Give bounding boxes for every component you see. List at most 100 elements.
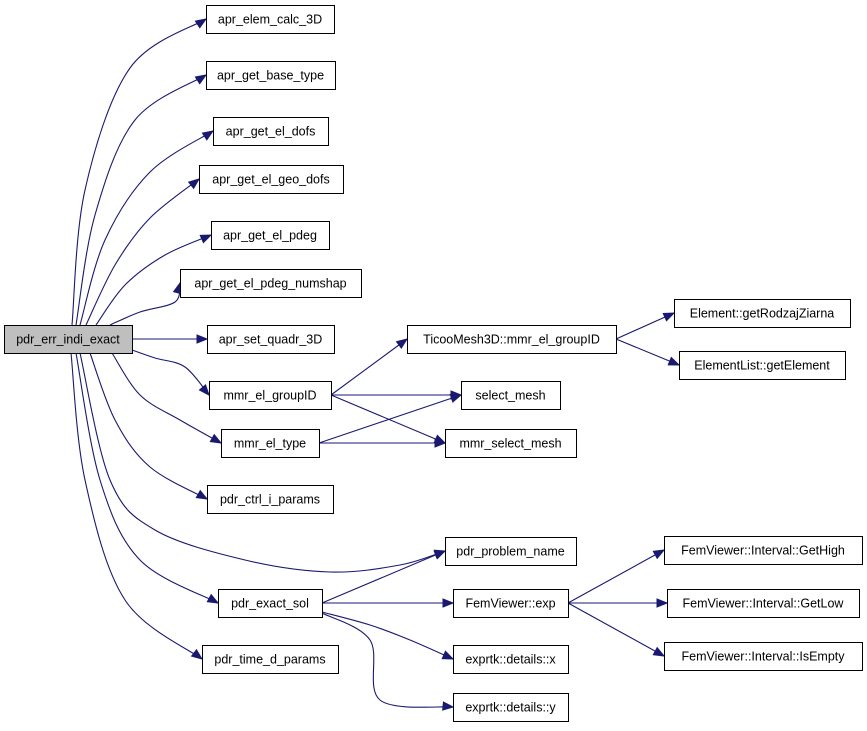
node-pdr-problem-name-box[interactable] [445, 537, 577, 566]
node-root-box[interactable] [4, 325, 133, 354]
node-femviewer-exp-box[interactable] [453, 589, 569, 618]
node-apr-get-el-dofs-box[interactable] [213, 117, 329, 146]
edge-root-to-mmr-el-type [111, 352, 223, 444]
node-mmr-el-groupID[interactable]: mmr_el_groupID [209, 381, 332, 410]
node-femviewer-exp[interactable]: FemViewer::exp [453, 589, 569, 618]
node-pdr-time-d-params[interactable]: pdr_time_d_params [202, 645, 339, 674]
edges-layer [70, 18, 681, 711]
edge-root-to-mmr-el-type-line [111, 352, 222, 444]
node-select-mesh[interactable]: select_mesh [461, 381, 561, 410]
edge-root-to-pdr-ctrl-i-params-arrowhead [195, 489, 209, 500]
node-pdr-ctrl-i-params[interactable]: pdr_ctrl_i_params [207, 485, 334, 514]
node-element-getRodzajZiarna[interactable]: Element::getRodzajZiarna [674, 299, 851, 328]
edge-pdr-exact-sol-to-femviewer-exp-arrowhead [442, 598, 455, 608]
edge-root-to-pdr-problem-name-line [79, 352, 446, 573]
node-apr-get-el-pdeg-numshap[interactable]: apr_get_el_pdeg_numshap [180, 269, 362, 298]
node-apr-set-quadr-3D-box[interactable] [207, 325, 335, 354]
node-pdr-problem-name[interactable]: pdr_problem_name [445, 537, 577, 566]
node-ticoo-mmr-el-groupID[interactable]: TicooMesh3D::mmr_el_groupID [407, 325, 617, 354]
node-mmr-el-type-box[interactable] [221, 429, 320, 458]
node-interval-GetLow-box[interactable] [667, 589, 860, 618]
node-exprtk-x-label: exprtk::details::x [465, 653, 556, 667]
node-root[interactable]: pdr_err_indi_exact [4, 325, 133, 354]
node-apr-get-base-type-label: apr_get_base_type [217, 69, 324, 83]
node-interval-GetHigh-box[interactable] [664, 536, 863, 565]
node-elementlist-getElement-label: ElementList::getElement [694, 359, 830, 373]
edge-root-to-pdr-exact-sol [75, 352, 220, 604]
node-exprtk-y-box[interactable] [453, 693, 569, 722]
edge-pdr-exact-sol-to-exprtk-x [321, 611, 455, 660]
edge-root-to-mmr-el-groupID [131, 349, 210, 397]
edge-root-to-pdr-exact-sol-arrowhead [206, 593, 220, 604]
edge-femviewer-exp-to-interval-GetHigh-arrowhead [652, 549, 666, 560]
node-apr-get-el-pdeg-box[interactable] [211, 221, 330, 250]
node-element-getRodzajZiarna-box[interactable] [674, 299, 851, 328]
edge-pdr-exact-sol-to-pdr-problem-name-line [321, 550, 446, 604]
node-mmr-select-mesh[interactable]: mmr_select_mesh [445, 429, 577, 458]
node-apr-get-el-pdeg-label: apr_get_el_pdeg [223, 229, 317, 243]
node-apr-set-quadr-3D[interactable]: apr_set_quadr_3D [207, 325, 335, 354]
edge-pdr-exact-sol-to-exprtk-x-arrowhead [441, 650, 455, 660]
node-exprtk-y[interactable]: exprtk::details::y [453, 693, 569, 722]
node-interval-IsEmpty[interactable]: FemViewer::Interval::IsEmpty [664, 642, 863, 671]
edge-root-to-apr-get-el-geo-dofs-arrowhead [187, 178, 201, 190]
edge-root-to-pdr-time-d-params [70, 352, 204, 660]
edge-pdr-exact-sol-to-exprtk-y-arrowhead [442, 701, 455, 711]
edge-femviewer-exp-to-interval-IsEmpty [567, 602, 666, 657]
node-apr-get-el-pdeg[interactable]: apr_get_el_pdeg [211, 221, 330, 250]
node-pdr-problem-name-label: pdr_problem_name [456, 545, 564, 559]
node-apr-get-base-type-box[interactable] [206, 61, 336, 90]
node-interval-GetLow[interactable]: FemViewer::Interval::GetLow [667, 589, 860, 618]
edge-root-to-pdr-ctrl-i-params [89, 352, 209, 500]
node-apr-get-base-type[interactable]: apr_get_base_type [206, 61, 336, 90]
node-mmr-select-mesh-box[interactable] [445, 429, 577, 458]
node-apr-elem-calc-3D[interactable]: apr_elem_calc_3D [206, 5, 335, 34]
node-interval-IsEmpty-box[interactable] [664, 642, 863, 671]
edge-root-to-mmr-el-groupID-line [131, 349, 210, 396]
edge-femviewer-exp-to-interval-GetLow [568, 598, 669, 608]
edge-pdr-exact-sol-to-pdr-problem-name-arrowhead [433, 550, 447, 560]
node-apr-get-el-geo-dofs-box[interactable] [199, 165, 344, 194]
edge-root-to-pdr-exact-sol-line [75, 352, 219, 604]
node-exprtk-x[interactable]: exprtk::details::x [453, 645, 569, 674]
node-element-getRodzajZiarna-label: Element::getRodzajZiarna [690, 307, 835, 321]
node-mmr-el-type[interactable]: mmr_el_type [221, 429, 320, 458]
node-ticoo-mmr-el-groupID-box[interactable] [407, 325, 617, 354]
edge-root-to-apr-set-quadr-3D-arrowhead [196, 334, 209, 344]
edge-root-to-mmr-el-groupID-arrowhead [198, 383, 210, 397]
node-elementlist-getElement-box[interactable] [679, 351, 846, 380]
node-apr-get-el-geo-dofs[interactable]: apr_get_el_geo_dofs [199, 165, 344, 194]
node-pdr-exact-sol[interactable]: pdr_exact_sol [218, 589, 323, 618]
node-pdr-exact-sol-label: pdr_exact_sol [231, 597, 309, 611]
edge-mmr-el-type-to-mmr-select-mesh-arrowhead [434, 438, 447, 448]
node-interval-GetHigh-label: FemViewer::Interval::GetHigh [681, 544, 845, 558]
node-apr-get-el-dofs[interactable]: apr_get_el_dofs [213, 117, 329, 146]
node-elementlist-getElement[interactable]: ElementList::getElement [679, 351, 846, 380]
edge-mmr-el-groupID-to-mmr-select-mesh [330, 394, 447, 444]
node-apr-get-el-pdeg-numshap-box[interactable] [180, 269, 362, 298]
edge-femviewer-exp-to-interval-GetHigh [567, 549, 666, 604]
edge-ticoo-mmr-el-groupID-to-element-getRodzajZiarna-line [615, 312, 675, 340]
edge-root-to-pdr-time-d-params-arrowhead [190, 648, 204, 660]
node-ticoo-mmr-el-groupID-label: TicooMesh3D::mmr_el_groupID [423, 333, 600, 347]
edge-femviewer-exp-to-interval-IsEmpty-line [567, 602, 665, 657]
node-pdr-time-d-params-box[interactable] [202, 645, 339, 674]
node-interval-GetHigh[interactable]: FemViewer::Interval::GetHigh [664, 536, 863, 565]
node-mmr-el-groupID-label: mmr_el_groupID [223, 389, 316, 403]
edge-mmr-el-groupID-to-ticoo-mmr-el-groupID-arrowhead [395, 338, 409, 350]
node-interval-GetLow-label: FemViewer::Interval::GetLow [683, 597, 845, 611]
node-pdr-ctrl-i-params-box[interactable] [207, 485, 334, 514]
node-exprtk-x-box[interactable] [453, 645, 569, 674]
node-mmr-el-groupID-box[interactable] [209, 381, 332, 410]
node-pdr-exact-sol-box[interactable] [218, 589, 323, 618]
edge-pdr-exact-sol-to-femviewer-exp [322, 598, 455, 608]
node-select-mesh-box[interactable] [461, 381, 561, 410]
node-apr-elem-calc-3D-box[interactable] [206, 5, 335, 34]
node-mmr-select-mesh-label: mmr_select_mesh [459, 437, 561, 451]
edge-mmr-el-groupID-to-mmr-select-mesh-line [330, 394, 446, 444]
node-apr-get-el-pdeg-numshap-label: apr_get_el_pdeg_numshap [194, 277, 346, 291]
node-apr-elem-calc-3D-label: apr_elem_calc_3D [218, 13, 322, 27]
edge-mmr-el-groupID-to-select-mesh [331, 390, 463, 400]
edge-ticoo-mmr-el-groupID-to-elementlist-getElement-arrowhead [667, 356, 681, 366]
node-apr-get-el-geo-dofs-label: apr_get_el_geo_dofs [212, 173, 329, 187]
